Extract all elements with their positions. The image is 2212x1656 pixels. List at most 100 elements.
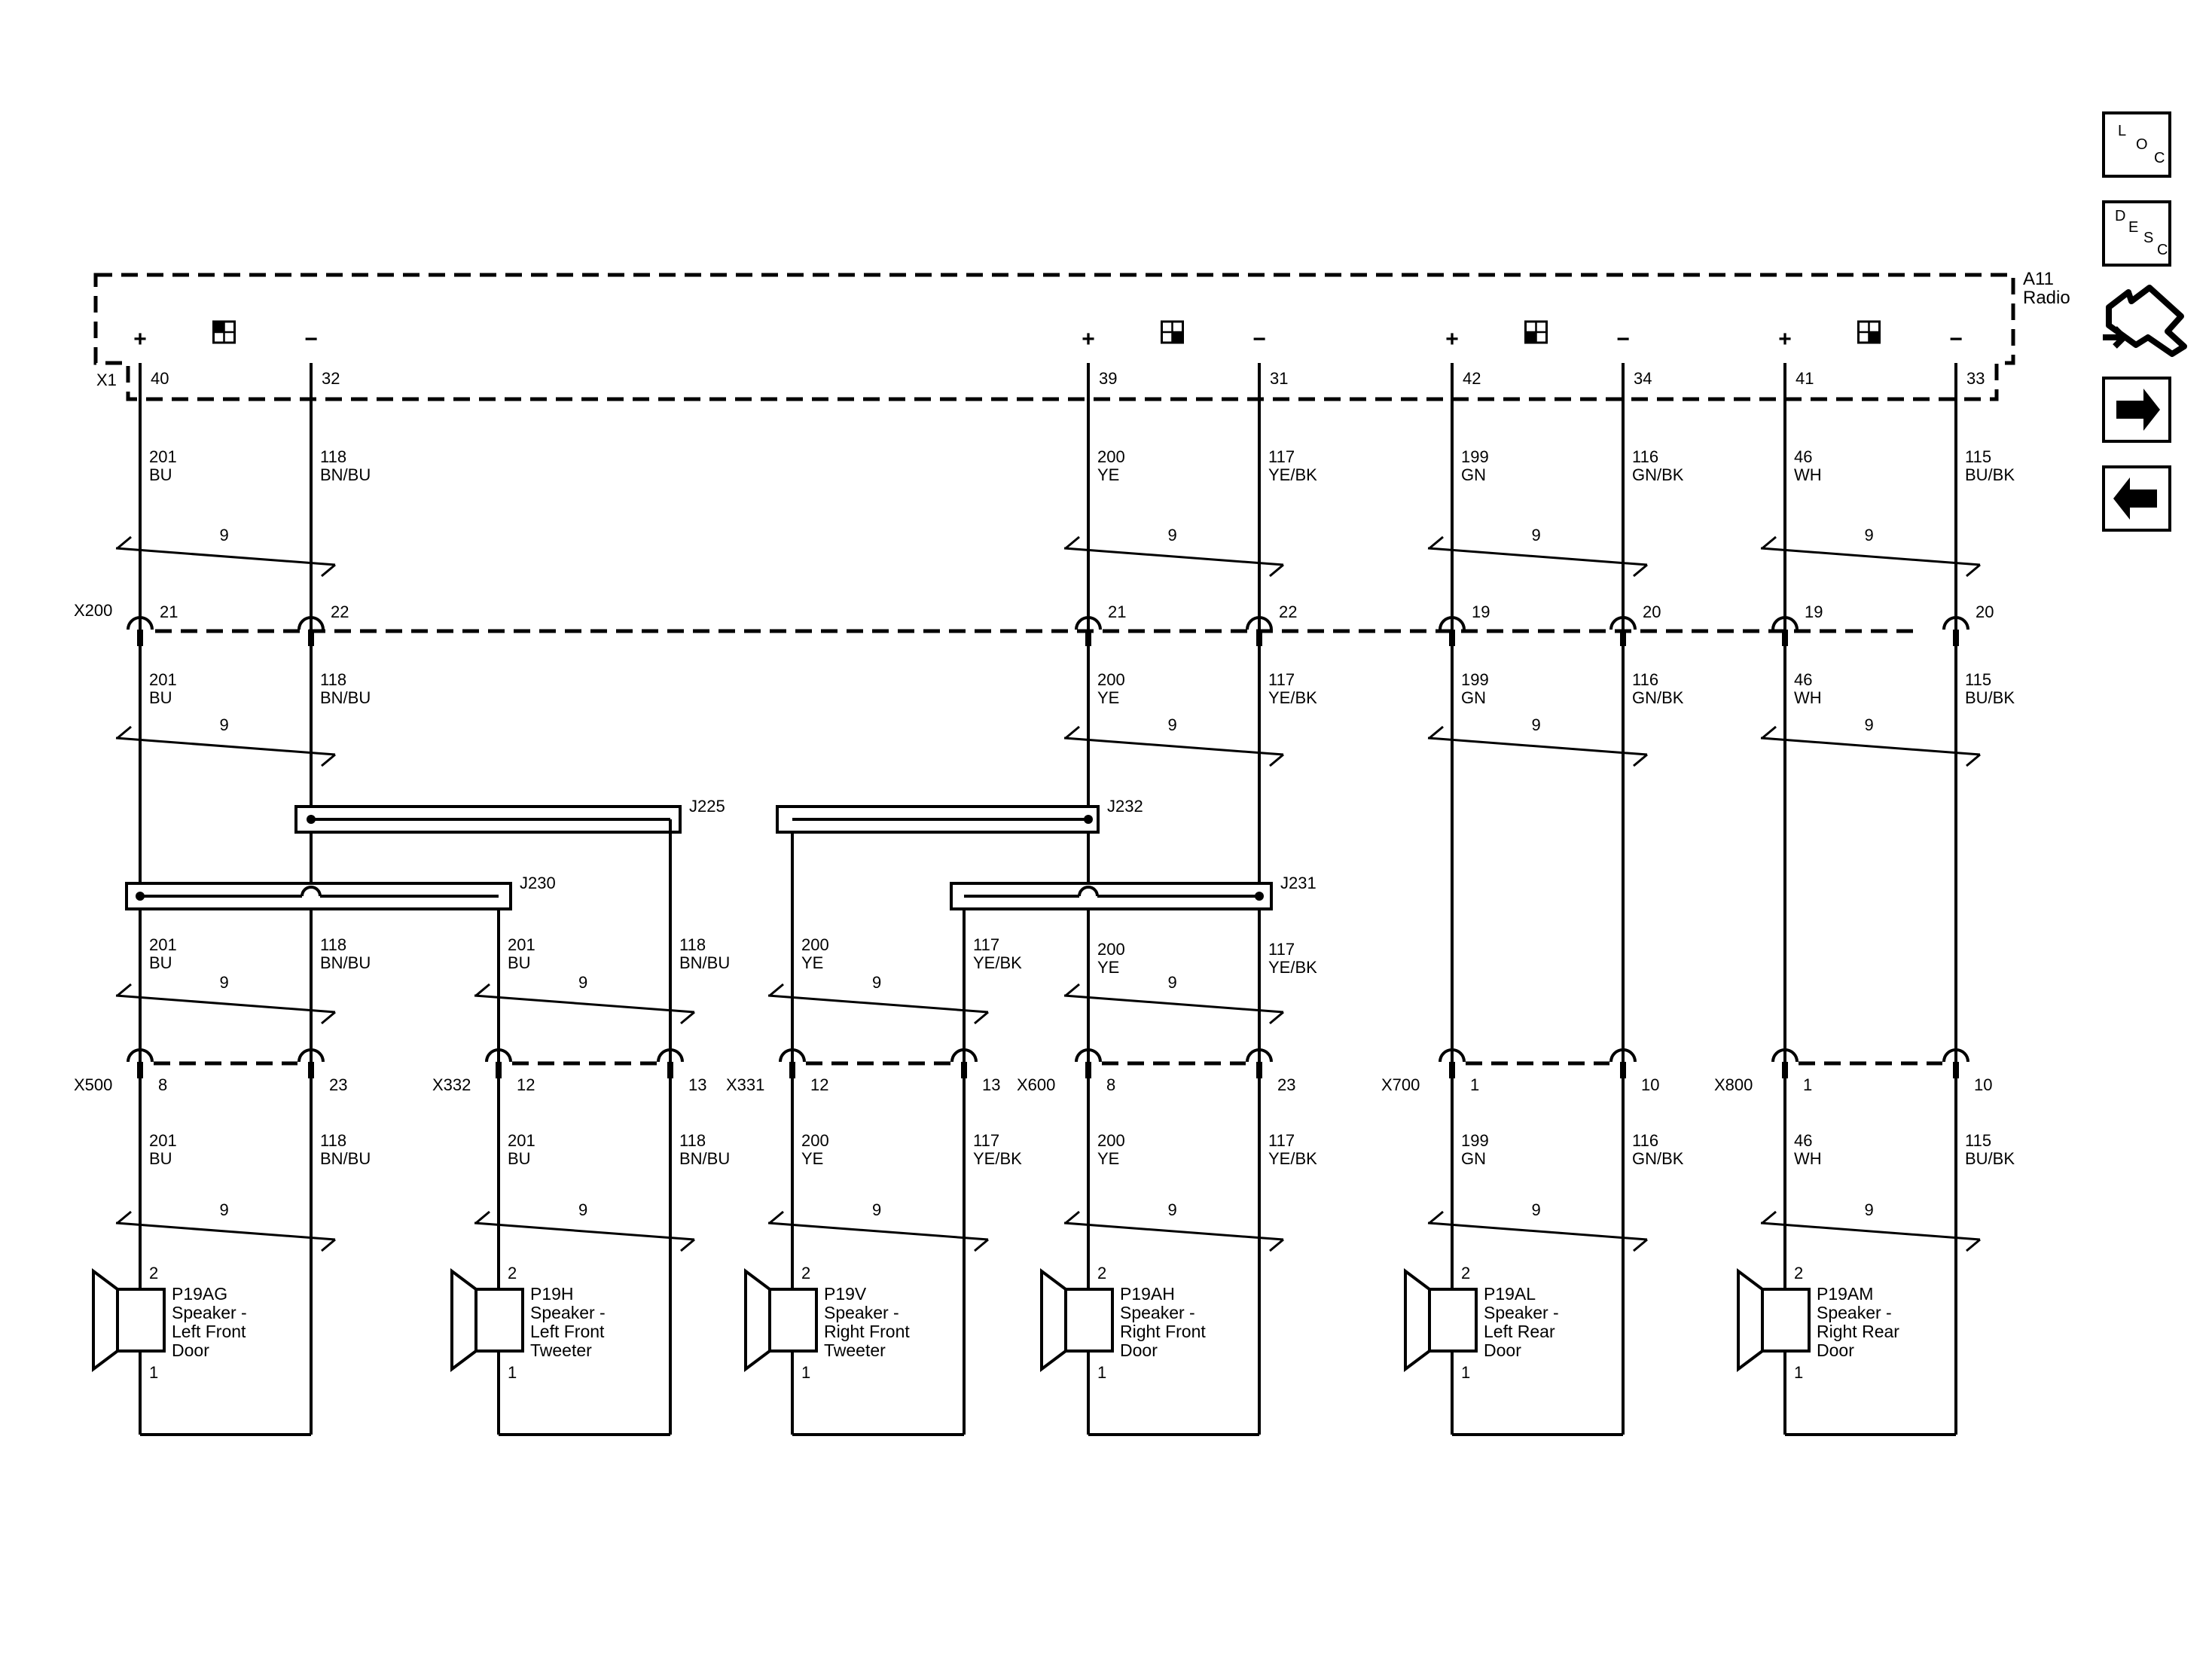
speaker-connector-pin: 8 (1106, 1075, 1115, 1094)
twist-label: 9 (872, 1200, 881, 1219)
splice-node (307, 815, 316, 824)
next-button[interactable] (2102, 377, 2171, 443)
speaker-name-line: Right Front (1120, 1322, 1206, 1341)
wire-color-code: YE/BK (1268, 465, 1317, 484)
connector-terminal (297, 1048, 325, 1078)
speaker-connector-label: X500 (74, 1075, 112, 1094)
wire-circuit-number: 118 (679, 935, 706, 954)
twist-tick (1633, 563, 1648, 578)
polarity-minus: − (1252, 327, 1266, 352)
speaker-pin-number: 2 (1794, 1264, 1803, 1282)
wire-circuit-number: 200 (801, 1131, 829, 1150)
wire-color-code: YE (1097, 465, 1119, 484)
wire-color-code: BN/BU (320, 688, 371, 707)
twist-label: 9 (1865, 1200, 1874, 1219)
wire-circuit-number: 46 (1794, 1131, 1812, 1150)
splice-label: J225 (689, 797, 725, 816)
wire-circuit-number: 116 (1632, 670, 1658, 689)
twist-tick (769, 983, 784, 997)
wire-circuit-number: 199 (1461, 447, 1489, 466)
speaker-reference: P19H (530, 1284, 574, 1304)
speaker-reference: P19AG (172, 1284, 227, 1304)
wire-circuit-number: 201 (149, 670, 177, 689)
x200-pin-number: 19 (1805, 602, 1823, 621)
speaker-name-line: Door (1484, 1340, 1521, 1360)
twist-label: 9 (220, 526, 229, 544)
module-pin-number: 33 (1966, 369, 1985, 388)
speaker-connector-pin: 23 (1277, 1075, 1295, 1094)
x200-pin-number: 20 (1643, 602, 1661, 621)
speaker-name-line: Right Front (824, 1322, 910, 1341)
wire-circuit-number: 117 (1268, 1131, 1295, 1150)
speaker-connector-label: X331 (726, 1075, 764, 1094)
module-id: A11 (2023, 269, 2054, 289)
module-pin-number: 40 (151, 369, 169, 388)
speaker-pin-number: 2 (508, 1264, 517, 1282)
polarity-minus: − (1949, 327, 1963, 352)
twist-label: 9 (220, 1200, 229, 1219)
twist-tick (1429, 535, 1444, 550)
twist-tick (1269, 753, 1284, 767)
previous-button[interactable] (2102, 465, 2171, 532)
twist-tick (321, 753, 336, 767)
wire-color-code: BU/BK (1965, 688, 2015, 707)
twist-tick (680, 1238, 695, 1252)
module-pin-number: 34 (1634, 369, 1652, 388)
x200-pin-number: 22 (331, 602, 349, 621)
wire-color-code: GN/BK (1632, 1149, 1684, 1168)
twist-tick (769, 1210, 784, 1224)
speaker-pin-number: 1 (1097, 1363, 1106, 1382)
twist-label: 9 (578, 973, 587, 992)
loc-button[interactable]: LOC (2102, 111, 2171, 178)
wire-circuit-number: 201 (149, 447, 177, 466)
twisted-pair-marker (1427, 737, 1648, 756)
speaker-name-line: Door (1120, 1340, 1158, 1360)
wire-color-code: BN/BU (320, 465, 371, 484)
connector-icon[interactable] (2103, 285, 2187, 357)
connector-terminal (1771, 1048, 1799, 1078)
wire-circuit-number: 199 (1461, 1131, 1489, 1150)
twist-tick (117, 725, 132, 740)
twist-tick (974, 1238, 989, 1252)
wire-circuit-number: 117 (973, 935, 999, 954)
wire-circuit-number: 116 (1632, 1131, 1658, 1150)
wire-color-code: GN/BK (1632, 465, 1684, 484)
connector-terminal (779, 1048, 806, 1078)
polarity-plus: + (1445, 327, 1459, 352)
twisted-pair-marker (1063, 547, 1284, 566)
wire-crossover (1078, 886, 1099, 897)
speaker-connector-pin: 8 (158, 1075, 167, 1094)
twisted-pair-marker (767, 994, 989, 1014)
twist-tick (1966, 753, 1981, 767)
wire-color-code: BN/BU (679, 953, 730, 972)
connector-terminal (1246, 1048, 1273, 1078)
twisted-pair-marker (115, 1221, 336, 1241)
twist-tick (680, 1011, 695, 1025)
twist-tick (321, 563, 336, 578)
wire-color-code: BU (149, 688, 172, 707)
speaker-connector-pin: 1 (1803, 1075, 1812, 1094)
twisted-pair-marker (115, 994, 336, 1014)
wire-color-code: GN (1461, 1149, 1486, 1168)
speaker-reference: P19AL (1484, 1284, 1536, 1304)
wire-color-code: YE/BK (973, 1149, 1022, 1168)
twist-label: 9 (1168, 715, 1177, 734)
x200-pin-number: 20 (1976, 602, 1994, 621)
wire-circuit-number: 201 (508, 1131, 535, 1150)
twist-tick (117, 983, 132, 997)
polarity-plus: + (1082, 327, 1095, 352)
x200-label: X200 (74, 601, 112, 620)
speaker-name-line: Right Rear (1817, 1322, 1899, 1341)
module-name: Radio (2023, 288, 2070, 308)
wire-color-code: YE (1097, 958, 1119, 977)
speaker-name-line: Left Front (172, 1322, 246, 1341)
wire-color-code: BN/BU (320, 953, 371, 972)
desc-letter: E (2128, 219, 2138, 236)
twist-tick (1269, 1238, 1284, 1252)
speaker-reference: P19AH (1120, 1284, 1175, 1304)
twist-tick (321, 1238, 336, 1252)
connector-terminal (1942, 1048, 1969, 1078)
speaker-name-line: Tweeter (824, 1340, 886, 1360)
